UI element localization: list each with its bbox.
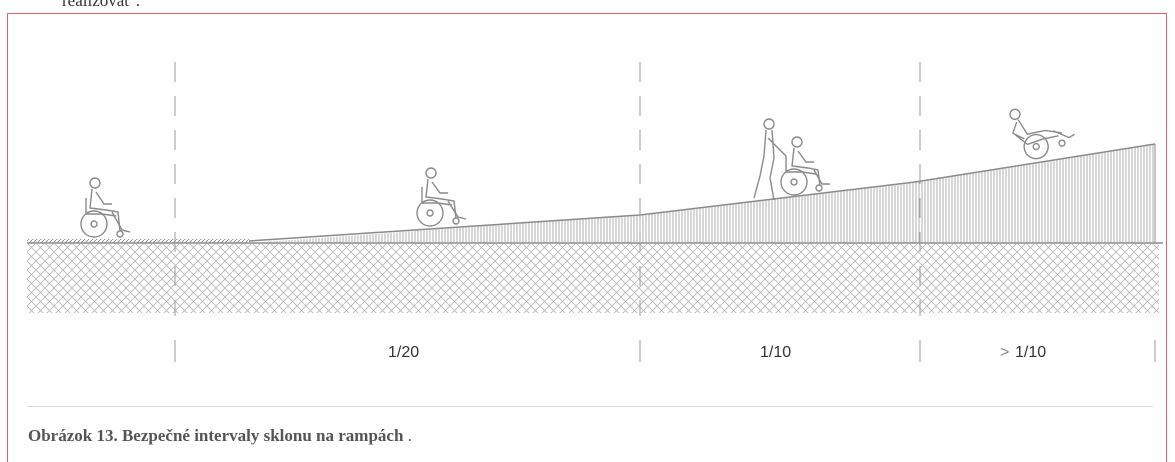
slope-label-1-10: 1/10: [760, 344, 792, 361]
ground-hatch: [27, 244, 1159, 313]
person-pushing-wheelchair-icon: [753, 118, 830, 201]
caption-rest: .: [403, 426, 412, 445]
ramp-body: [249, 144, 1155, 243]
wheelchair-user-icon: [416, 167, 467, 227]
slope-label-gt-1-10: 1/10: [1015, 344, 1047, 361]
caption-title: Obrázok 13. Bezpečné intervaly sklonu na…: [28, 426, 404, 445]
section-dividers: [174, 62, 921, 316]
ramp-surface: [248, 143, 1156, 242]
wheelchair-user-icon: [80, 177, 131, 238]
flat-floor: [27, 239, 249, 243]
wheelchair-user-tilted-icon: [1009, 108, 1075, 160]
slope-label-1-20: 1/20: [388, 344, 420, 361]
previous-page-text: realizovať .: [62, 0, 141, 10]
figure-frame: [7, 13, 1167, 462]
greater-than-symbol: >: [1000, 344, 1010, 361]
caption-divider: [28, 406, 1153, 407]
figure-caption: Obrázok 13. Bezpečné intervaly sklonu na…: [28, 425, 412, 447]
label-ticks: [174, 340, 1156, 362]
